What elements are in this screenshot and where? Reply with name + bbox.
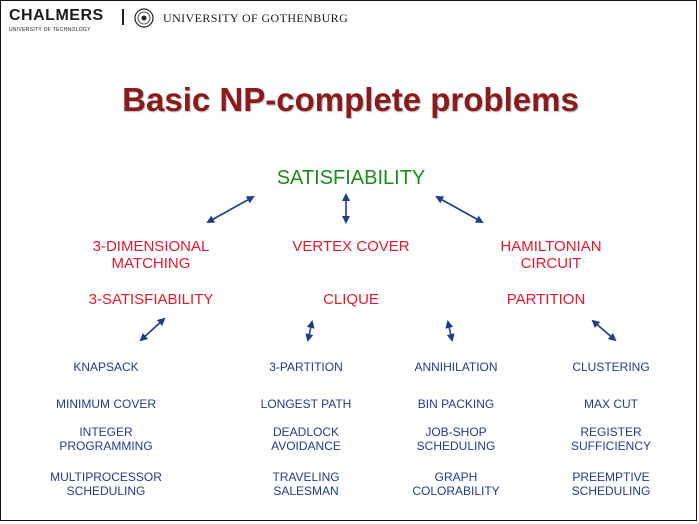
leaf-graph-colorability: GRAPH COLORABILITY	[412, 470, 500, 498]
leaf-3-partition: 3-PARTITION	[269, 360, 343, 374]
arrow-sat-to-hamiltonian	[435, 196, 484, 223]
leaf-integer-programming: INTEGER PROGRAMMING	[59, 425, 153, 453]
leaf-job-shop-scheduling: JOB-SHOP SCHEDULING	[416, 425, 496, 453]
arrow-sat-to-3dm	[206, 196, 255, 223]
header-divider	[122, 9, 124, 25]
leaf-clustering: CLUSTERING	[572, 360, 650, 374]
chalmers-logo-subtitle: UNIVERSITY OF TECHNOLOGY	[9, 27, 91, 33]
chalmers-logo: CHALMERS	[9, 7, 104, 24]
node-satisfiability: SATISFIABILITY	[276, 167, 426, 189]
leaf-traveling-salesman: TRAVELING SALESMAN	[272, 470, 340, 498]
slide-title: Basic NP-complete problems	[122, 81, 579, 118]
leaf-minimum-cover: MINIMUM COVER	[56, 397, 156, 411]
node-3-satisfiability: 3-SATISFIABILITY	[88, 291, 214, 308]
arrow-partition-to-clustering	[591, 319, 617, 342]
node-vertex-cover: VERTEX COVER	[292, 238, 410, 255]
leaf-knapsack: KNAPSACK	[73, 360, 139, 374]
leaf-annihilation: ANNIHILATION	[414, 360, 498, 374]
arrow-clique-to-3partition	[305, 320, 315, 342]
university-name: UNIVERSITY OF GOTHENBURG	[163, 11, 349, 25]
node-hamiltonian-circuit: HAMILTONIAN CIRCUIT	[500, 238, 602, 273]
leaf-deadlock-avoidance: DEADLOCK AVOIDANCE	[271, 425, 341, 453]
arrow-clique-to-annihilation	[445, 320, 455, 342]
leaf-preemptive-scheduling: PREEMPTIVE SCHEDULING	[571, 470, 651, 498]
leaf-multiprocessor-scheduling: MULTIPROCESSOR SCHEDULING	[50, 470, 162, 498]
university-seal-icon	[134, 8, 154, 28]
leaf-bin-packing: BIN PACKING	[417, 397, 495, 411]
leaf-register-sufficiency: REGISTER SUFFICIENCY	[570, 425, 651, 453]
arrow-3sat-to-knapsack	[139, 317, 166, 342]
leaf-longest-path: LONGEST PATH	[260, 397, 352, 411]
header: CHALMERS UNIVERSITY OF TECHNOLOGY UNIVER…	[9, 7, 609, 37]
leaf-max-cut: MAX CUT	[584, 397, 638, 411]
node-clique: CLIQUE	[323, 291, 379, 308]
node-3-dimensional-matching: 3-DIMENSIONAL MATCHING	[92, 238, 210, 273]
node-partition: PARTITION	[506, 291, 586, 308]
